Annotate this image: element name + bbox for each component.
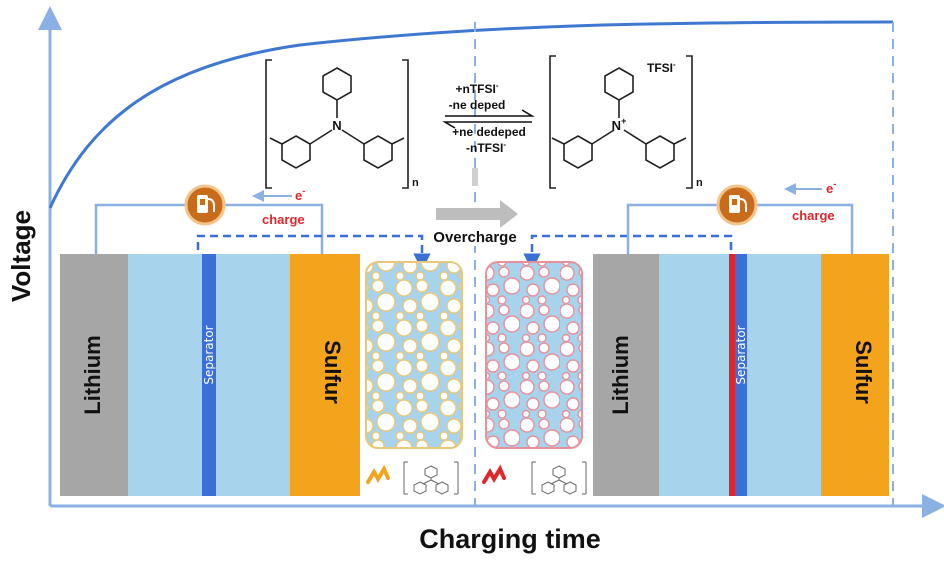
equilibrium-arrows <box>442 109 535 129</box>
left-separator <box>202 254 216 496</box>
repeat-unit-label-left: n <box>412 177 419 189</box>
nitrogen-cation-label: N+ <box>612 116 627 133</box>
left-overcharge-path <box>196 234 431 271</box>
overcharge-label-bg <box>428 226 522 246</box>
right-separator-label: Separator <box>734 325 748 384</box>
right-electrolyte-b <box>747 254 821 496</box>
counterion-label: TFSI- <box>647 60 676 75</box>
right-sulfur-cathode <box>821 254 889 496</box>
neutral-polymer-structure <box>265 59 409 189</box>
separator-inset-normal <box>365 261 463 449</box>
left-charge-label: charge <box>262 212 305 227</box>
nitrogen-label: N <box>332 118 341 133</box>
left-charger-icon <box>184 184 226 226</box>
left-lithium-label: Lithium <box>80 335 105 414</box>
right-circuit-wire-b <box>757 203 854 254</box>
right-sulfur-label: Sulfur <box>851 340 876 404</box>
left-battery-cell: Lithium Separator Sulfur <box>60 254 360 496</box>
right-electron-label: e- <box>826 179 836 196</box>
process-arrow <box>436 200 518 228</box>
left-separator-label: Separator <box>202 325 216 384</box>
left-electrolyte-b <box>216 254 290 496</box>
y-axis-label: Voltage <box>6 210 36 302</box>
mini-polymer-icon-left <box>403 461 459 495</box>
x-axis-label: Charging time <box>419 524 601 554</box>
reverse-condition-1: +ne dedeped <box>452 125 526 139</box>
reverse-condition-2: -nTFSI- <box>466 140 506 155</box>
right-lithium-anode <box>593 254 659 496</box>
right-circuit-wire-a <box>626 203 717 254</box>
polymer-strand-icon-yellow <box>366 464 390 484</box>
left-electrolyte-a <box>128 254 202 496</box>
right-separator <box>735 254 747 496</box>
oxidized-polymer-structure <box>549 55 693 189</box>
right-charger-icon <box>716 184 758 226</box>
mini-polymer-icon-right <box>531 461 587 495</box>
right-lithium-label: Lithium <box>608 335 633 414</box>
right-battery-cell: Lithium Separator Sulfur <box>593 254 889 496</box>
right-separator-red-layer <box>729 254 735 496</box>
left-sulfur-cathode <box>290 254 360 496</box>
left-circuit-wire-a <box>94 203 185 254</box>
forward-condition-1: +nTFSI- <box>455 81 498 96</box>
right-charge-label: charge <box>792 208 835 223</box>
right-electrolyte-a <box>659 254 729 496</box>
separator-inset-overcharged <box>485 261 583 449</box>
left-circuit-wire-b <box>225 203 324 254</box>
forward-condition-2: -ne deped <box>449 98 506 112</box>
left-electron-label: e- <box>295 186 305 203</box>
overcharge-label: Overcharge <box>433 229 516 246</box>
polymer-strand-icon-red <box>482 464 506 484</box>
left-sulfur-label: Sulfur <box>320 340 345 404</box>
voltage-curve <box>48 20 894 209</box>
repeat-unit-label-right: n <box>696 177 703 189</box>
right-overcharge-path <box>523 234 733 271</box>
left-lithium-anode <box>60 254 128 496</box>
